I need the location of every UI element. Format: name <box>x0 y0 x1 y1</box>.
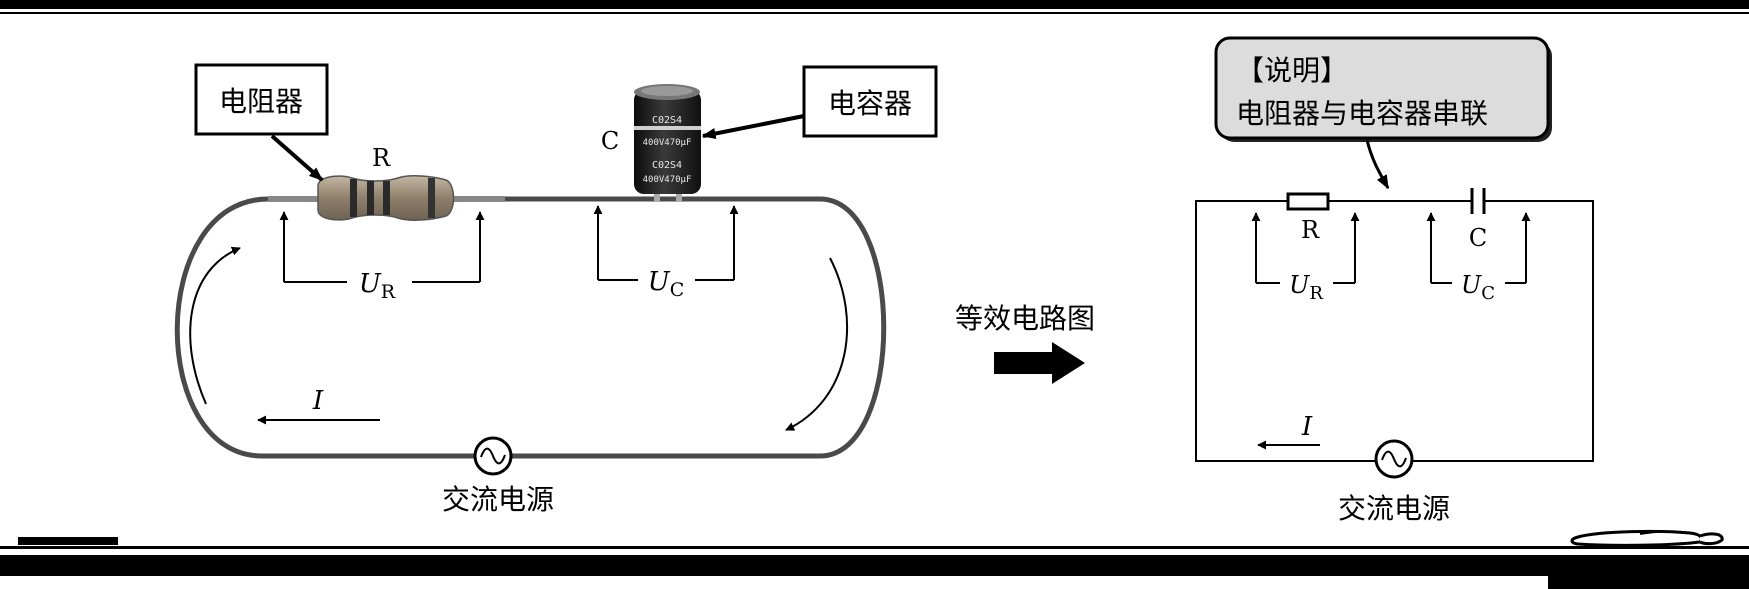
capacitor-component: C02S4 400V470μF C02S4 400V470μF <box>634 84 701 202</box>
equivalent-circuit-label: 等效电路图 <box>955 302 1095 335</box>
wire-loop <box>174 196 887 459</box>
capacitor-symbol: C <box>601 127 619 155</box>
schematic-capacitor <box>1470 188 1486 214</box>
ac-source-label: 交流电源 <box>442 483 554 516</box>
current-flow-arrow-left <box>189 246 241 405</box>
note-text: 电阻器与电容器串联 <box>1236 97 1488 130</box>
schematic-resistor-symbol: R <box>1301 216 1320 244</box>
voltage-ur-label: UR <box>359 269 396 303</box>
capacitor-print-line-4: 400V470μF <box>643 175 692 185</box>
schematic-uc-label: UC <box>1461 271 1495 304</box>
bottom-bar-thin <box>0 546 1749 549</box>
top-bar <box>0 0 1749 9</box>
resistor-label-text: 电阻器 <box>219 85 303 118</box>
note-title: 【说明】 <box>1236 54 1348 87</box>
resistor-pointer-arrow <box>270 134 324 182</box>
voltage-ur-bracket: UR <box>279 211 485 303</box>
resistor-label-box: 电阻器 <box>194 63 329 136</box>
left-figure: C02S4 400V470μF C02S4 400V470μF 电阻器 电容器 … <box>174 63 938 516</box>
equivalent-transition: 等效电路图 <box>955 302 1095 384</box>
voltage-uc-bracket: UC <box>593 205 739 301</box>
capacitor-label-box: 电容器 <box>802 65 938 138</box>
bottom-bar <box>0 555 1749 576</box>
top-bar-thin <box>0 12 1749 14</box>
voltage-uc-label: UC <box>648 267 684 301</box>
note-pointer-arrow <box>1365 139 1390 190</box>
schematic-ur-label: UR <box>1289 271 1323 304</box>
right-figure: 【说明】 电阻器与电容器串联 R C UR <box>1195 36 1594 525</box>
schematic-wire <box>1195 200 1594 462</box>
schematic-ur-bracket: UR <box>1251 212 1360 304</box>
capacitor-label-text: 电容器 <box>828 87 912 120</box>
ac-source-icon <box>473 436 513 476</box>
current-flow-arrow-right <box>785 257 849 431</box>
schematic-capacitor-symbol: C <box>1469 224 1487 252</box>
resistor-symbol: R <box>372 144 391 172</box>
schematic-resistor <box>1286 192 1330 211</box>
capacitor-print-line-1: C02S4 <box>652 115 682 126</box>
bottom-right-block <box>1548 576 1749 589</box>
schematic-uc-bracket: UC <box>1426 212 1531 304</box>
thick-right-arrow-icon <box>994 342 1085 384</box>
schematic-current-label: I <box>1301 412 1313 442</box>
capacitor-print-line-2: 400V470μF <box>643 138 692 148</box>
schematic-ac-source-label: 交流电源 <box>1338 492 1450 525</box>
capacitor-print-line-3: C02S4 <box>652 160 682 171</box>
note-callout: 【说明】 电阻器与电容器串联 <box>1214 36 1552 142</box>
bottom-left-dash <box>18 537 118 545</box>
pen-icon <box>1570 529 1724 547</box>
schematic-ac-source-icon <box>1374 439 1414 479</box>
resistor-component <box>268 175 505 221</box>
current-label: I <box>312 386 324 416</box>
capacitor-pointer-arrow <box>701 114 805 140</box>
